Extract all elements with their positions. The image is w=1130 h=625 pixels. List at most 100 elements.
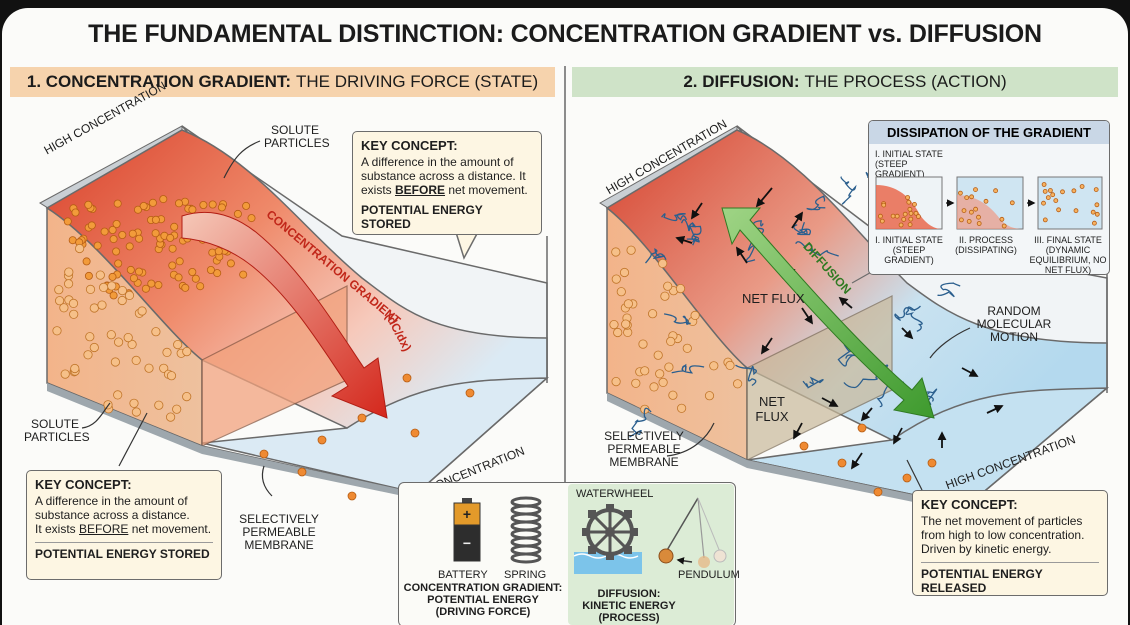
particle xyxy=(973,187,978,193)
label-net-flux-2: NET FLUX xyxy=(755,394,789,424)
particle xyxy=(123,332,133,343)
particle xyxy=(676,403,687,413)
particle xyxy=(99,282,109,292)
particle xyxy=(208,248,217,257)
motion-arrow xyxy=(860,407,873,422)
particle xyxy=(154,280,163,289)
particle xyxy=(63,217,72,226)
particle xyxy=(908,211,914,216)
particle xyxy=(129,274,138,283)
keybox2-footer: POTENTIAL ENERGY STORED xyxy=(35,542,213,561)
particle xyxy=(85,332,95,342)
particle xyxy=(108,225,117,234)
panel1-header-rest: THE DRIVING FORCE (STATE) xyxy=(296,72,539,91)
particle xyxy=(905,195,910,200)
particle xyxy=(166,371,177,381)
particle xyxy=(1042,217,1048,223)
particle xyxy=(68,298,79,308)
keybox3-heading: KEY CONCEPT: xyxy=(921,497,1018,512)
particle xyxy=(878,213,883,219)
motion-arrow xyxy=(675,236,693,245)
dissipation-stage2: II. PROCESS (DISSIPATING) xyxy=(955,235,1017,255)
particle xyxy=(906,199,912,205)
particle xyxy=(64,267,74,277)
particle xyxy=(1094,202,1100,208)
panel2-header: 2. DIFFUSION: THE PROCESS (ACTION) xyxy=(572,67,1118,97)
panel1-particles xyxy=(52,195,475,501)
particle xyxy=(208,200,217,209)
particle xyxy=(135,234,144,243)
particle xyxy=(188,267,197,276)
particle xyxy=(108,272,117,281)
particle xyxy=(166,233,175,242)
particle xyxy=(239,270,248,279)
squiggle-path xyxy=(686,222,702,243)
particle xyxy=(976,221,982,226)
squiggle-path xyxy=(795,241,839,257)
particle xyxy=(68,236,77,245)
particle xyxy=(147,279,156,288)
keybox2-line3-em: BEFORE xyxy=(79,522,129,536)
particle xyxy=(881,202,887,208)
infographic-card: THE FUNDAMENTAL DISTINCTION: CONCENTRATI… xyxy=(2,8,1128,625)
diffusion-arrow xyxy=(721,207,935,419)
key-concept-box-right: KEY CONCEPT: The net movement of particl… xyxy=(912,490,1108,596)
particle xyxy=(611,376,621,387)
particle xyxy=(907,222,913,227)
particle xyxy=(898,222,904,228)
particle xyxy=(54,285,64,295)
leader-keybox1 xyxy=(118,412,148,467)
particle xyxy=(993,188,998,194)
squiggle-path xyxy=(802,376,824,389)
gradient-arrow xyxy=(181,211,388,419)
keybox3-footer: POTENTIAL ENERGY RELEASED xyxy=(921,562,1099,595)
keybox2-line2: substance across a distance. xyxy=(35,508,190,522)
page-title: THE FUNDAMENTAL DISTINCTION: CONCENTRATI… xyxy=(88,20,1042,48)
particle xyxy=(1047,188,1053,193)
particle xyxy=(106,330,116,340)
particle xyxy=(626,245,636,255)
particle xyxy=(1041,182,1047,187)
stage2-graphic xyxy=(956,176,1024,230)
particle xyxy=(168,244,177,253)
motion-arrow xyxy=(821,397,839,407)
squiggle-path xyxy=(680,219,700,246)
squiggle-path xyxy=(937,282,961,298)
particle xyxy=(60,369,70,379)
particle xyxy=(247,214,256,223)
particle xyxy=(151,229,160,238)
particle xyxy=(151,327,161,337)
keybox1-footer: POTENTIAL ENERGY STORED xyxy=(361,203,483,231)
squiggle-path xyxy=(894,305,921,321)
motion-arrow xyxy=(961,367,979,377)
particle xyxy=(126,265,135,274)
keybox2-text: A difference in the amount of substance … xyxy=(35,494,213,536)
keybox1-line3: exists BEFORE net movement. xyxy=(361,183,533,197)
label-net-flux-1: NET FLUX xyxy=(742,291,805,306)
particle xyxy=(961,208,967,213)
motion-arrow xyxy=(901,327,914,340)
particle xyxy=(913,210,919,216)
diagram-scene xyxy=(39,125,1110,514)
particle xyxy=(69,309,79,319)
particle xyxy=(1056,207,1062,213)
label-waterwheel: WATERWHEEL xyxy=(576,488,654,500)
particle xyxy=(623,299,634,309)
particle xyxy=(902,473,912,483)
panel2-particles xyxy=(609,245,937,497)
particle xyxy=(890,213,896,219)
particle xyxy=(89,303,99,313)
particle xyxy=(1079,184,1085,189)
motion-arrow xyxy=(838,296,853,309)
motion-arrow xyxy=(791,211,803,229)
particle xyxy=(857,423,867,433)
particle xyxy=(611,247,621,257)
particle xyxy=(199,200,208,209)
particle xyxy=(259,449,269,459)
panel1-header-bold: 1. CONCENTRATION GRADIENT: xyxy=(26,72,292,91)
particle xyxy=(117,295,127,306)
particle xyxy=(170,222,179,231)
particle xyxy=(966,219,972,224)
particle xyxy=(137,306,147,316)
particle xyxy=(619,267,630,278)
